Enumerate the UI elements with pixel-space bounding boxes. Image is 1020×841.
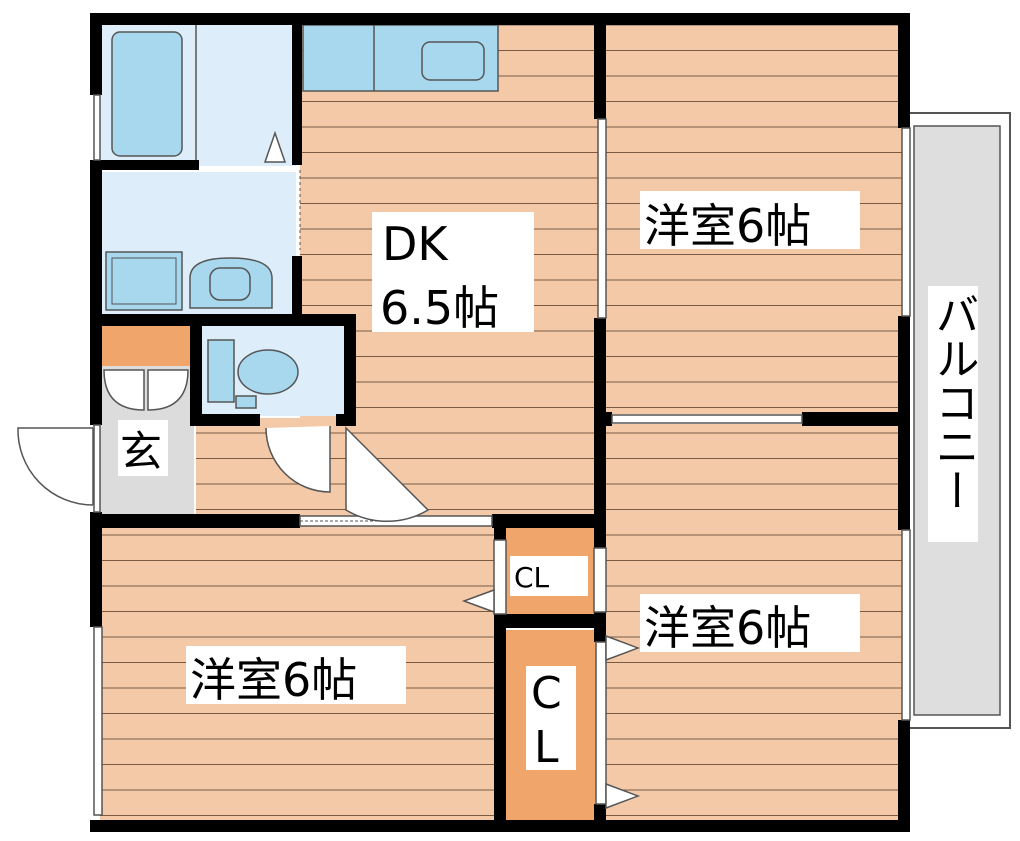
dk-label-size: 6.5帖	[380, 281, 499, 335]
genkan-label: 玄	[120, 427, 162, 476]
toilet-tank	[207, 339, 235, 403]
closet-upper-label: CL	[514, 561, 550, 594]
closet-lower-label-l: L	[534, 722, 559, 773]
dk-label-name: DK	[382, 217, 449, 271]
swing-doors	[17, 369, 430, 523]
windows	[93, 94, 911, 816]
balcony	[905, 112, 1011, 729]
western-room-se-label: 洋室6帖	[644, 601, 811, 655]
shoe-cabinet	[100, 326, 194, 366]
closet-lower-label-c: C	[531, 668, 562, 719]
walls	[90, 13, 910, 832]
label-backgrounds	[118, 191, 978, 770]
balcony-label: バルコニー	[928, 292, 979, 512]
kitchen-sink	[421, 41, 485, 81]
western-room-ne-label: 洋室6帖	[644, 199, 811, 253]
toilet-bowl	[237, 349, 299, 395]
bathtub	[111, 31, 183, 157]
western-room-sw-label: 洋室6帖	[190, 653, 357, 707]
closet-door-arrows	[461, 588, 641, 810]
